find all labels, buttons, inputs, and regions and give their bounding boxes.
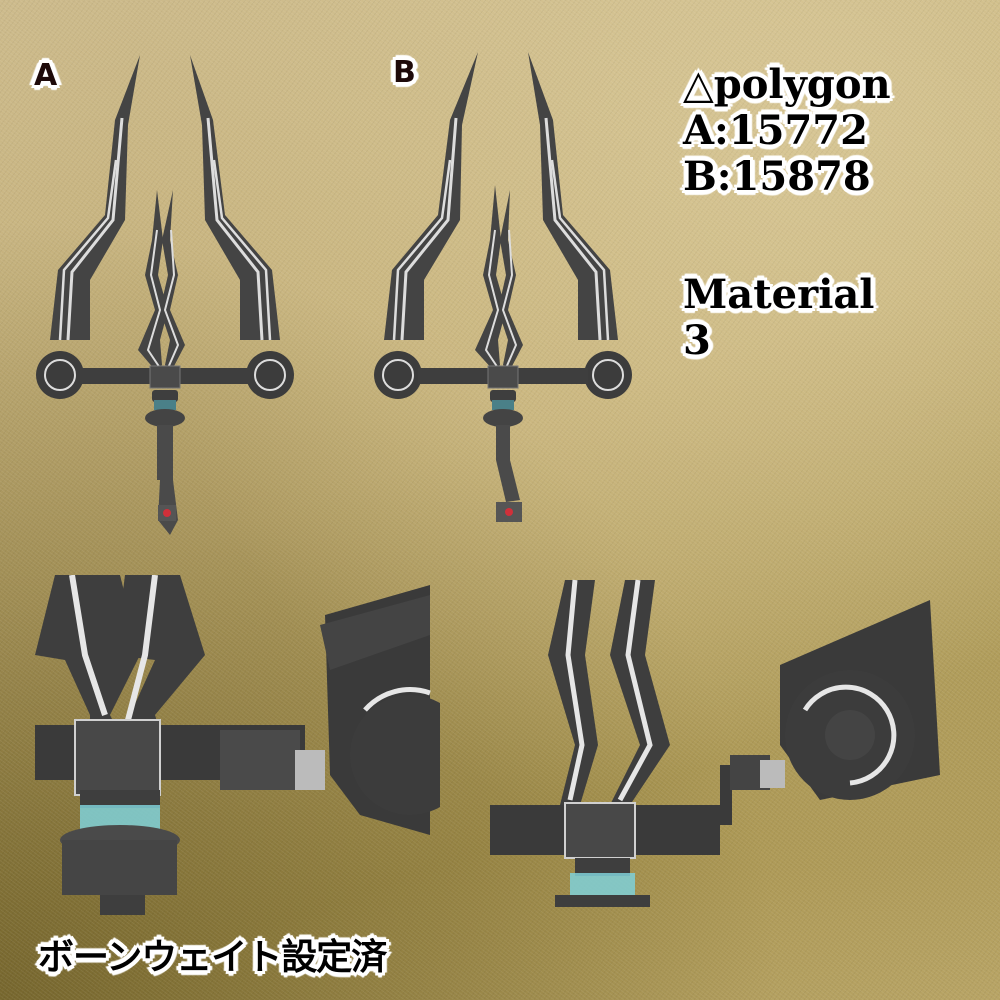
trident-a-right-prong (190, 55, 280, 341)
trident-b-left-prong (384, 52, 478, 341)
trident-b-handle (483, 390, 523, 522)
material-stats: Material 3 (683, 272, 875, 364)
polygon-stats: △polygon A:15772 B:15878 (683, 62, 891, 200)
closeup-render-b (490, 579, 940, 907)
model-b-label: B (393, 55, 416, 90)
trident-a-crossguard (36, 351, 294, 399)
trident-render-a (36, 55, 294, 535)
polygon-header: △polygon (683, 61, 891, 108)
bone-weight-label: ボーンウェイト設定済 (38, 937, 387, 978)
model-a-label: A (34, 58, 58, 93)
trident-a-center-prongs (138, 190, 185, 370)
trident-render-b (374, 52, 632, 522)
trident-b-right-prong (528, 52, 618, 341)
material-header: Material (683, 271, 875, 318)
trident-a-handle (145, 390, 185, 535)
trident-b-center-prongs (475, 185, 523, 370)
closeup-render-a (35, 575, 440, 915)
trident-a-left-prong (50, 55, 140, 341)
material-count: 3 (683, 317, 711, 364)
polygon-count-a: A:15772 (683, 107, 868, 154)
polygon-count-b: B:15878 (683, 153, 871, 200)
trident-b-crossguard (374, 351, 632, 399)
